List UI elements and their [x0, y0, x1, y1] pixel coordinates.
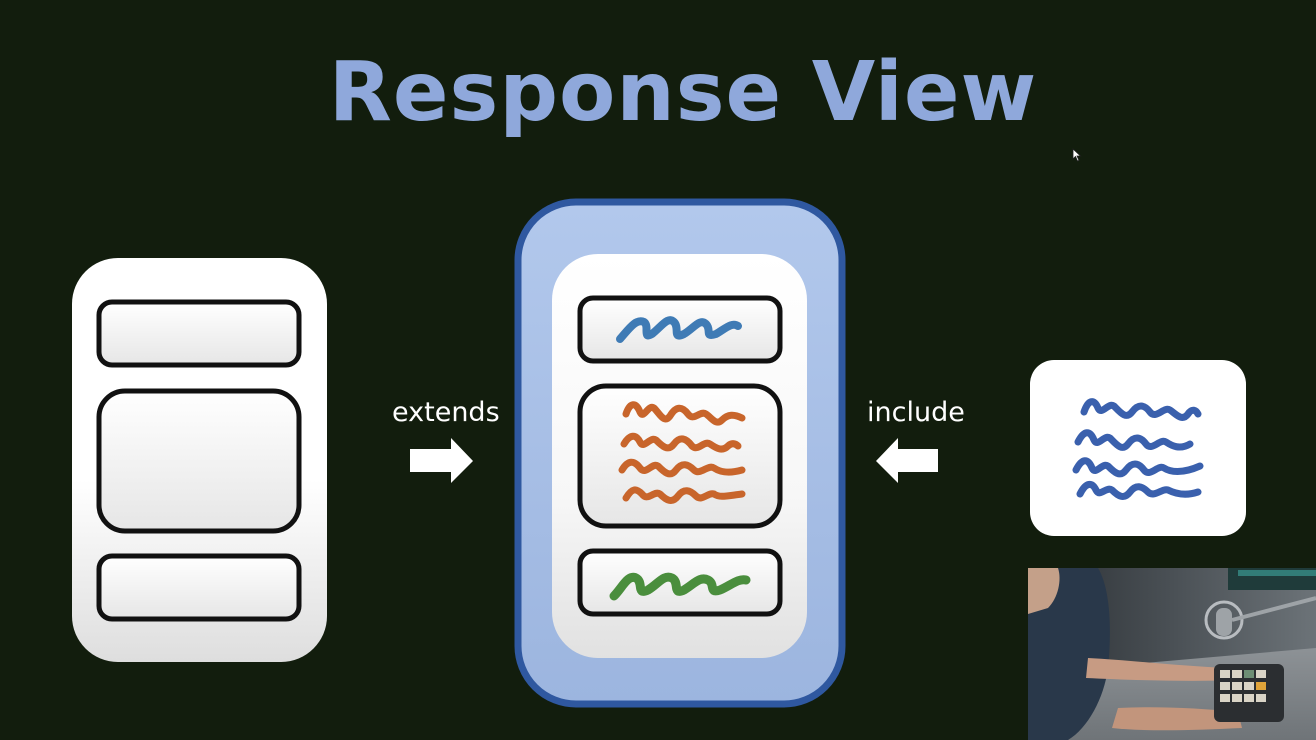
- base-footer-slot: [96, 553, 302, 622]
- extends-label: extends: [392, 397, 500, 428]
- mouse-cursor-icon: [1072, 148, 1082, 162]
- base-header-slot: [96, 299, 302, 368]
- blue-scribble: [616, 316, 742, 343]
- slide-title: Response View: [328, 45, 1038, 140]
- response-view-frame: [514, 198, 846, 708]
- keyboard: [1214, 664, 1284, 722]
- webcam-video-frame: [1028, 568, 1316, 740]
- arrow-left-icon: [876, 438, 938, 483]
- base-body-slot: [96, 388, 302, 534]
- green-scribble: [609, 572, 751, 601]
- microphone: [1204, 596, 1316, 640]
- include-label: include: [867, 397, 965, 428]
- arrow-right-icon: [410, 438, 473, 483]
- included-partial-card: [1030, 360, 1246, 536]
- orange-scribbles: [618, 401, 746, 504]
- base-layout-card: [72, 258, 327, 662]
- presenter-webcam-overlay: [1028, 568, 1316, 740]
